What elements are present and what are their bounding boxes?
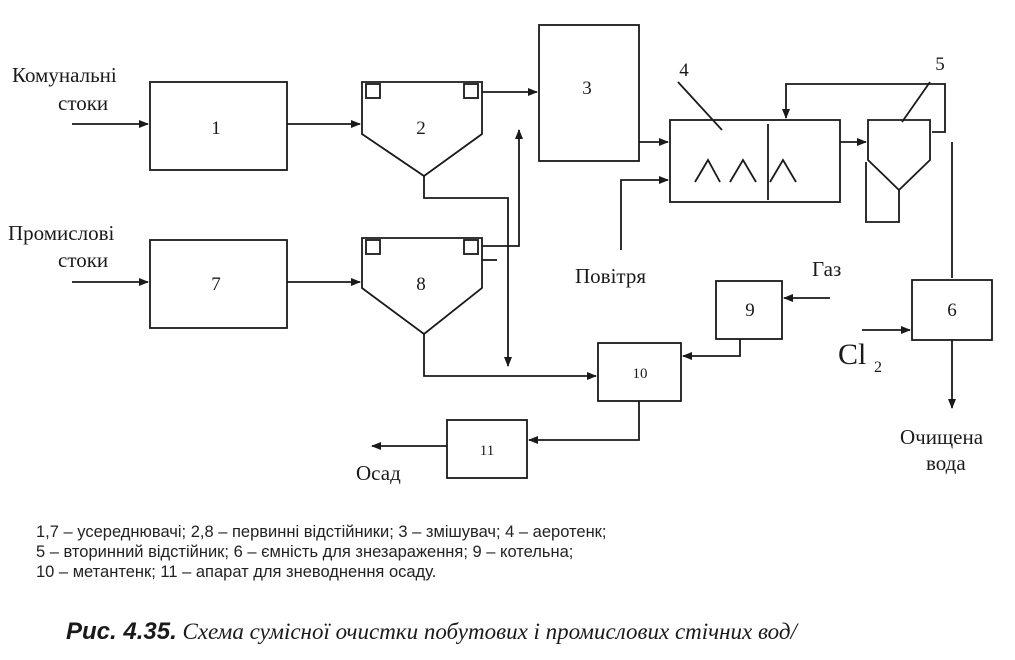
air-label: Повітря <box>575 264 646 288</box>
block-11-dewatering-apparatus <box>446 419 528 479</box>
block-4-label: 4 <box>679 60 689 81</box>
figure-caption: Рис. 4.35. Схема сумісної очистки побуто… <box>66 618 797 646</box>
sludge-output-label: Осад <box>356 461 401 485</box>
block-3-mixer <box>538 24 640 162</box>
legend-line-2: 5 – вторинний відстійник; 6 – ємність дл… <box>36 543 574 561</box>
block-10-label: 10 <box>633 366 648 382</box>
flow-9-10 <box>682 339 741 360</box>
treatment-scheme-diagram: 1 2 3 4 5 6 7 8 9 10 11 Комунальні стоки… <box>8 24 993 485</box>
legend: 1,7 – усереднювачі; 2,8 – первинні відст… <box>36 522 606 582</box>
flow-return-sludge <box>782 83 946 133</box>
industrial-label-line2: стоки <box>58 248 108 272</box>
legend-line-3: 10 – метантенк; 11 – апарат для зневодне… <box>36 563 437 581</box>
clean-water-label-line2: вода <box>926 451 966 475</box>
flow-5-bottom <box>865 162 900 223</box>
block-1-label: 1 <box>211 118 221 139</box>
figure-title: Схема сумісної очистки побутових і проми… <box>182 619 797 644</box>
industrial-label-line1: Промислові <box>8 221 115 245</box>
communal-label-line1: Комунальні <box>12 63 117 87</box>
block-9-label: 9 <box>745 300 755 321</box>
block-7-label: 7 <box>211 274 221 295</box>
flow-sludge-8 <box>423 334 597 380</box>
aeration-triangles <box>694 158 797 183</box>
block-5-label: 5 <box>935 54 945 75</box>
chlorine-subscript: 2 <box>874 359 882 376</box>
block-8-label: 8 <box>416 274 426 295</box>
flow-10-11 <box>528 401 640 444</box>
clean-water-label-line1: Очищена <box>900 425 984 449</box>
block-5-secondary-settler <box>867 119 931 192</box>
chlorine-label: Cl <box>838 338 866 371</box>
block-4-aerotank <box>669 119 841 203</box>
block-6-label: 6 <box>947 300 957 321</box>
block-1-equalizer <box>149 81 288 171</box>
gas-label: Газ <box>812 257 841 281</box>
flow-air <box>620 176 669 250</box>
figure-number: Рис. 4.35. <box>66 618 177 645</box>
block-7-equalizer <box>149 239 288 329</box>
block-3-label: 3 <box>582 78 592 99</box>
block-11-label: 11 <box>480 443 494 459</box>
block-2-primary-settler <box>361 81 483 178</box>
communal-label-line2: стоки <box>58 91 108 115</box>
block-8-primary-settler <box>361 237 483 336</box>
block-9-boiler-house <box>715 280 783 340</box>
flow-sludge-2 <box>423 176 512 367</box>
flow-8-3 <box>482 129 523 247</box>
legend-line-1: 1,7 – усереднювачі; 2,8 – первинні відст… <box>36 523 607 541</box>
block-2-label: 2 <box>416 118 426 139</box>
